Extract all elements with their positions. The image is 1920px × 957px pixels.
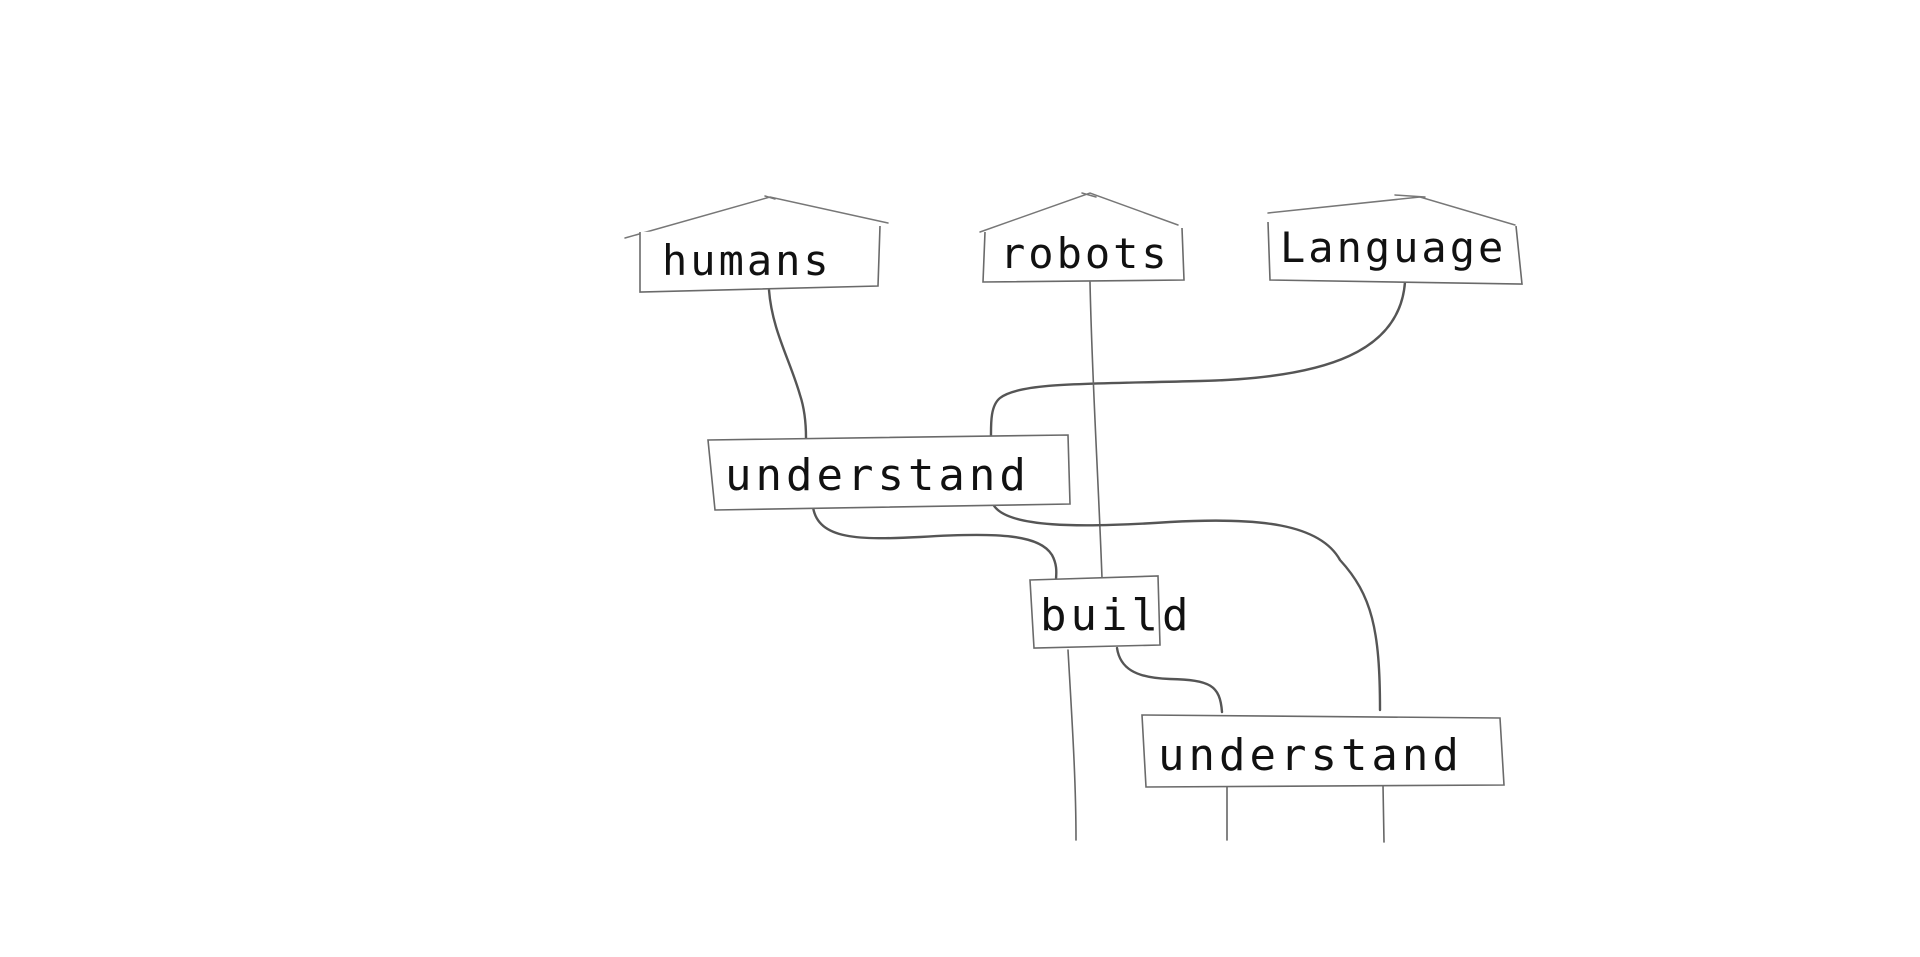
box-build xyxy=(1029,575,1161,649)
wire-robots-build xyxy=(1089,281,1103,579)
box-language xyxy=(1267,221,1523,285)
roof-language xyxy=(1267,194,1516,226)
label-humans: humans xyxy=(662,236,832,285)
box-understand-2 xyxy=(1141,714,1505,788)
label-understand-2: understand xyxy=(1158,730,1463,781)
wire-language-understand1 xyxy=(989,280,1407,442)
roof-humans xyxy=(624,195,889,239)
node-understand-1: understand xyxy=(707,434,1071,511)
label-language: Language xyxy=(1280,223,1506,272)
node-robots: robots xyxy=(979,192,1185,283)
label-understand-1: understand xyxy=(725,450,1030,501)
label-robots: robots xyxy=(1000,229,1170,278)
wire-humans-understand1 xyxy=(767,288,808,440)
wires xyxy=(767,280,1407,843)
box-humans xyxy=(639,225,881,293)
node-language: Language xyxy=(1267,194,1523,285)
wire-understand1-build xyxy=(811,505,1058,582)
wire-build-understand2 xyxy=(1115,646,1224,714)
wire-understand2-output-right xyxy=(1382,784,1385,843)
node-humans: humans xyxy=(624,195,889,293)
label-build: build xyxy=(1040,590,1192,641)
box-understand-1 xyxy=(707,434,1071,511)
node-understand-2: understand xyxy=(1141,714,1505,788)
wire-build-output xyxy=(1067,649,1077,841)
wire-understand1-understand2 xyxy=(991,502,1382,712)
node-build: build xyxy=(1029,575,1192,649)
box-robots xyxy=(982,227,1185,283)
roof-robots xyxy=(979,192,1179,233)
